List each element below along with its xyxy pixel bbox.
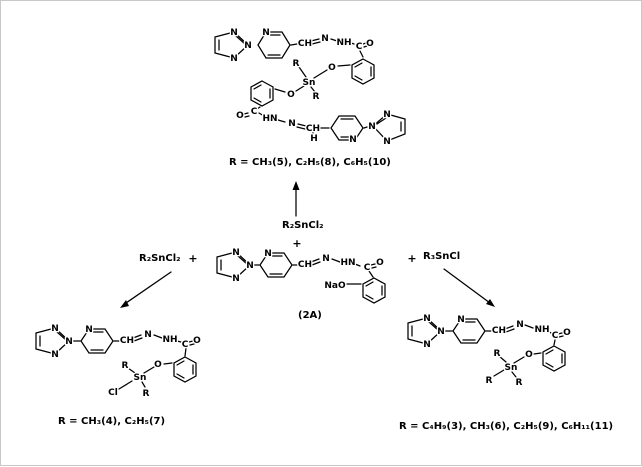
- n-atom-label: N: [85, 325, 93, 335]
- central-compound-id: (2A): [298, 310, 322, 321]
- r-group-label: R: [486, 376, 493, 386]
- right-reaction-arrow: [443, 268, 495, 307]
- left-reaction-arrow: [120, 271, 172, 308]
- o-atom-label: O: [236, 111, 244, 121]
- n-atom-label: N: [232, 248, 240, 258]
- bond-skeleton: [216, 251, 386, 304]
- r-group-label: R: [494, 349, 501, 359]
- left-reagent: R₂SnCl₂ +: [138, 251, 199, 267]
- sn-atom-label: Sn: [505, 363, 518, 373]
- r-group-label: R: [313, 92, 320, 102]
- ch-group-label: CH: [120, 336, 134, 346]
- c-atom-label: C: [182, 340, 189, 350]
- n-atom-label: N: [244, 41, 252, 51]
- o-atom-label: O: [287, 90, 295, 100]
- n-atom-label: N: [51, 324, 59, 334]
- arrowhead-up-icon: [292, 181, 300, 190]
- top-product-r-caption: R = CH₃(5), C₂H₅(8), C₆H₅(10): [229, 157, 391, 168]
- n-atom-label: N: [246, 261, 254, 271]
- bottom-right-product-structure: N N N N CH N NH C O O R Sn R R R = C₄H₉(…: [398, 313, 615, 434]
- n-atom-label: N: [230, 54, 238, 64]
- r-group-label: R: [516, 378, 523, 388]
- sn-atom-label: Sn: [134, 373, 147, 383]
- n-atom-label: N: [457, 315, 465, 325]
- ch-group-label: CH: [492, 326, 506, 336]
- ch-group-label: CH: [306, 124, 320, 134]
- o-atom-label: O: [366, 39, 374, 49]
- n-atom-label: N: [144, 330, 152, 340]
- bottom-left-product-structure: N N N N CH N NH C O O R Sn Cl R R = CH₃(…: [35, 323, 202, 428]
- n-atom-label: N: [288, 119, 296, 129]
- cl-atom-label: Cl: [108, 388, 118, 398]
- c-atom-label: C: [552, 331, 559, 341]
- ch-group-label: CH: [298, 260, 312, 270]
- n-atom-label: N: [516, 320, 524, 330]
- hn-group-label: HN: [340, 258, 355, 268]
- n-atom-label: N: [423, 314, 431, 324]
- c-atom-label: C: [364, 263, 371, 273]
- n-atom-label: N: [321, 34, 329, 44]
- central-compound-structure: N N N N + CH N HN C O NaO (2A): [216, 236, 386, 322]
- n-atom-label: N: [65, 337, 73, 347]
- bottom-right-product-r-caption: R = C₄H₉(3), CH₃(6), C₂H₅(9), C₆H₁₁(11): [399, 421, 613, 432]
- o-atom-label: O: [525, 350, 533, 360]
- arrowhead-downright-icon: [486, 299, 495, 307]
- reagent-up-label: R₂SnCl₂: [282, 220, 324, 231]
- o-atom-label: O: [376, 258, 384, 268]
- bond-skeleton: [407, 317, 566, 378]
- r-group-label: R: [122, 361, 129, 371]
- n-atom-label: N: [423, 340, 431, 350]
- n-atom-label: N: [322, 254, 330, 264]
- reagent-left-label: R₂SnCl₂: [139, 253, 181, 264]
- reagent-right-label: R₃SnCl: [423, 251, 460, 262]
- arrow-shaft: [125, 271, 172, 304]
- n-atom-label: N: [232, 274, 240, 284]
- plus-sign: +: [292, 237, 301, 250]
- sn-atom-label: Sn: [303, 78, 316, 88]
- nh-group-label: NH: [336, 38, 351, 48]
- bond-skeleton: [35, 327, 197, 390]
- n-atom-label: N: [51, 350, 59, 360]
- top-product-structure: N N N N CH N NH C O O R Sn R O O C HN N …: [214, 27, 406, 169]
- r-group-label: R: [143, 389, 150, 399]
- bottom-left-product-r-caption: R = CH₃(4), C₂H₅(7): [58, 416, 165, 427]
- n-atom-label: N: [262, 28, 270, 38]
- ch-group-label: CH: [298, 39, 312, 49]
- o-atom-label: O: [193, 336, 201, 346]
- n-atom-label: N: [383, 137, 391, 147]
- o-atom-label: O: [563, 328, 571, 338]
- arrowhead-downleft-icon: [120, 300, 129, 308]
- bond-skeleton: [214, 31, 406, 142]
- c-atom-label: C: [251, 107, 258, 117]
- n-atom-label: N: [368, 122, 376, 132]
- h-atom-label: H: [310, 134, 318, 144]
- nao-group-label: NaO: [324, 281, 346, 291]
- o-atom-label: O: [328, 63, 336, 73]
- n-atom-label: N: [230, 28, 238, 38]
- up-reaction-arrow: R₂SnCl₂: [281, 181, 325, 232]
- r-group-label: R: [293, 59, 300, 69]
- n-atom-label: N: [349, 135, 357, 145]
- nh-group-label: NH: [534, 325, 549, 335]
- nh-group-label: NH: [162, 335, 177, 345]
- o-atom-label: O: [154, 360, 162, 370]
- arrow-shaft: [443, 268, 491, 304]
- n-atom-label: N: [437, 327, 445, 337]
- plus-sign: +: [188, 252, 197, 265]
- n-atom-label: N: [264, 249, 272, 259]
- right-reagent: + R₃SnCl: [406, 250, 461, 267]
- plus-sign: +: [407, 252, 416, 265]
- hn-group-label: HN: [262, 114, 277, 124]
- c-atom-label: C: [356, 42, 363, 52]
- n-atom-label: N: [383, 110, 391, 120]
